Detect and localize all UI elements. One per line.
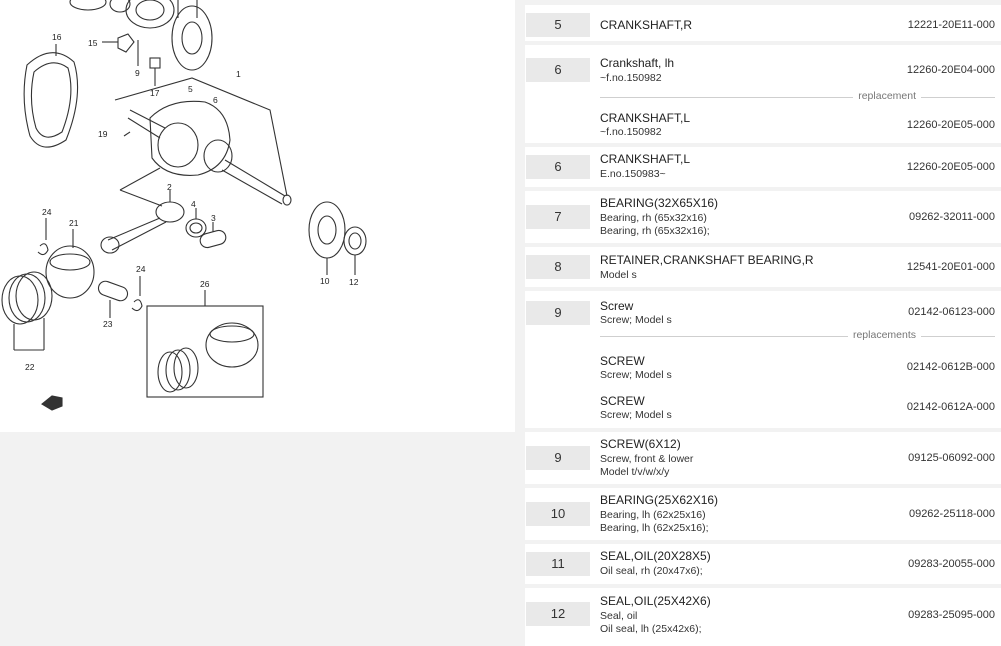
replacement-divider [600,336,995,337]
crankshaft-piston-drawing: 16 15 9 17 1 5 6 19 2 4 3 24 21 10 12 24… [1,0,367,411]
callout-label: 9 [135,68,140,78]
empty-panel-area [0,432,515,646]
part-note: Screw; Model s [600,314,672,326]
part-group[interactable]: 7 BEARING(32X65X16) Bearing, rh (65x32x1… [525,191,1001,243]
part-note: ~f.no.150982 [600,126,662,138]
part-note: Bearing, lh (62x25x16); [600,522,709,534]
replacement-part-name[interactable]: CRANKSHAFT,L [600,111,691,125]
part-note: Oil seal, rh (20x47x6); [600,565,703,577]
part-name[interactable]: Crankshaft, lh [600,56,675,70]
part-number[interactable]: 12541-20E01-000 [906,261,995,273]
part-group[interactable]: 10 BEARING(25X62X16) Bearing, lh (62x25x… [525,488,1001,540]
part-number[interactable]: 02142-0612B-000 [906,361,995,373]
part-note: Model s [600,269,637,281]
part-number[interactable]: 12260-20E05-000 [906,119,995,131]
replacement-divider [600,97,995,98]
callout-label: 6 [213,95,218,105]
position-number: 12 [526,602,590,626]
callout-label: 26 [200,279,210,289]
part-number[interactable]: 12260-20E05-000 [906,161,995,173]
callout-label: 10 [320,276,330,286]
callout-label: 5 [188,84,193,94]
part-group[interactable]: 9 SCREW(6X12) Screw, front & lower Model… [525,432,1001,484]
part-note: E.no.150983~ [600,168,666,180]
part-group[interactable]: 11 SEAL,OIL(20X28X5) Oil seal, rh (20x47… [525,544,1001,584]
part-note: Model t/v/w/x/y [600,466,670,478]
position-number: 9 [526,301,590,325]
position-number: 9 [526,446,590,470]
part-number[interactable]: 02142-06123-000 [908,306,995,318]
part-group[interactable]: 6 Crankshaft, lh ~f.no.150982 12260-20E0… [525,45,1001,143]
part-note: Bearing, rh (65x32x16); [600,225,710,237]
part-name[interactable]: Screw [600,299,634,313]
part-number[interactable]: 09283-25095-000 [908,609,995,621]
part-name[interactable]: CRANKSHAFT,L [600,152,691,166]
part-note: Seal, oil [600,610,638,622]
part-name[interactable]: BEARING(25X62X16) [600,493,719,507]
callout-label: 24 [42,207,52,217]
part-number[interactable]: 02142-0612A-000 [906,401,995,413]
part-note: Screw; Model s [600,409,672,421]
part-note: Screw; Model s [600,369,672,381]
position-number: 6 [526,58,590,82]
replacement-part-name[interactable]: SCREW [600,354,645,368]
list-top-strip [525,0,1001,5]
part-group[interactable]: 12 SEAL,OIL(25X42X6) Seal, oil Oil seal,… [525,588,1001,646]
part-number[interactable]: 09262-32011-000 [908,211,995,223]
part-note: Oil seal, lh (25x42x6); [600,623,702,635]
callout-label: 12 [349,277,359,287]
part-name[interactable]: CRANKSHAFT,R [600,18,693,32]
callout-label: 21 [69,218,79,228]
part-note: Bearing, lh (62x25x16) [600,509,706,521]
part-group[interactable]: 9 Screw Screw; Model s 02142-06123-000 r… [525,291,1001,428]
replacement-part-name[interactable]: SCREW [600,394,645,408]
part-number[interactable]: 09283-20055-000 [908,558,995,570]
callout-label: 4 [191,199,196,209]
position-number: 6 [526,155,590,179]
callout-label: 19 [98,129,108,139]
part-number[interactable]: 12260-20E04-000 [906,64,995,76]
part-number[interactable]: 09262-25118-000 [908,508,995,520]
callout-label: 3 [211,213,216,223]
part-group[interactable]: 6 CRANKSHAFT,L E.no.150983~ 12260-20E05-… [525,147,1001,187]
callout-label: 16 [52,32,62,42]
callout-label: 2 [167,182,172,192]
part-name[interactable]: RETAINER,CRANKSHAFT BEARING,R [600,253,814,267]
replacement-label: replacements [847,329,921,341]
position-number: 10 [526,502,590,526]
panel-divider [515,0,525,646]
callout-label: 24 [136,264,146,274]
callout-label: 22 [25,362,35,372]
part-name[interactable]: BEARING(32X65X16) [600,196,719,210]
exploded-parts-diagram: 16 15 9 17 1 5 6 19 2 4 3 24 21 10 12 24… [0,0,515,432]
part-name[interactable]: SEAL,OIL(20X28X5) [600,549,711,563]
position-number: 11 [526,552,590,576]
callout-label: 15 [88,38,98,48]
part-name[interactable]: SCREW(6X12) [600,437,681,451]
position-number: 5 [526,13,590,37]
callout-label: 17 [150,88,160,98]
part-group[interactable]: 8 RETAINER,CRANKSHAFT BEARING,R Model s … [525,247,1001,287]
part-note: ~f.no.150982 [600,72,662,84]
replacement-label: replacement [853,90,921,102]
part-number[interactable]: 12221-20E11-000 [907,19,995,31]
callout-label: 1 [236,69,241,79]
part-note: Screw, front & lower [600,453,694,465]
callout-label: 23 [103,319,113,329]
position-number: 7 [526,205,590,229]
part-name[interactable]: SEAL,OIL(25X42X6) [600,594,711,608]
part-number[interactable]: 09125-06092-000 [908,452,995,464]
part-note: Bearing, rh (65x32x16) [600,212,707,224]
part-group[interactable]: 5 CRANKSHAFT,R 12221-20E11-000 [525,5,1001,41]
position-number: 8 [526,255,590,279]
parts-list[interactable]: 5 CRANKSHAFT,R 12221-20E11-000 6 Cranksh… [525,0,1001,646]
